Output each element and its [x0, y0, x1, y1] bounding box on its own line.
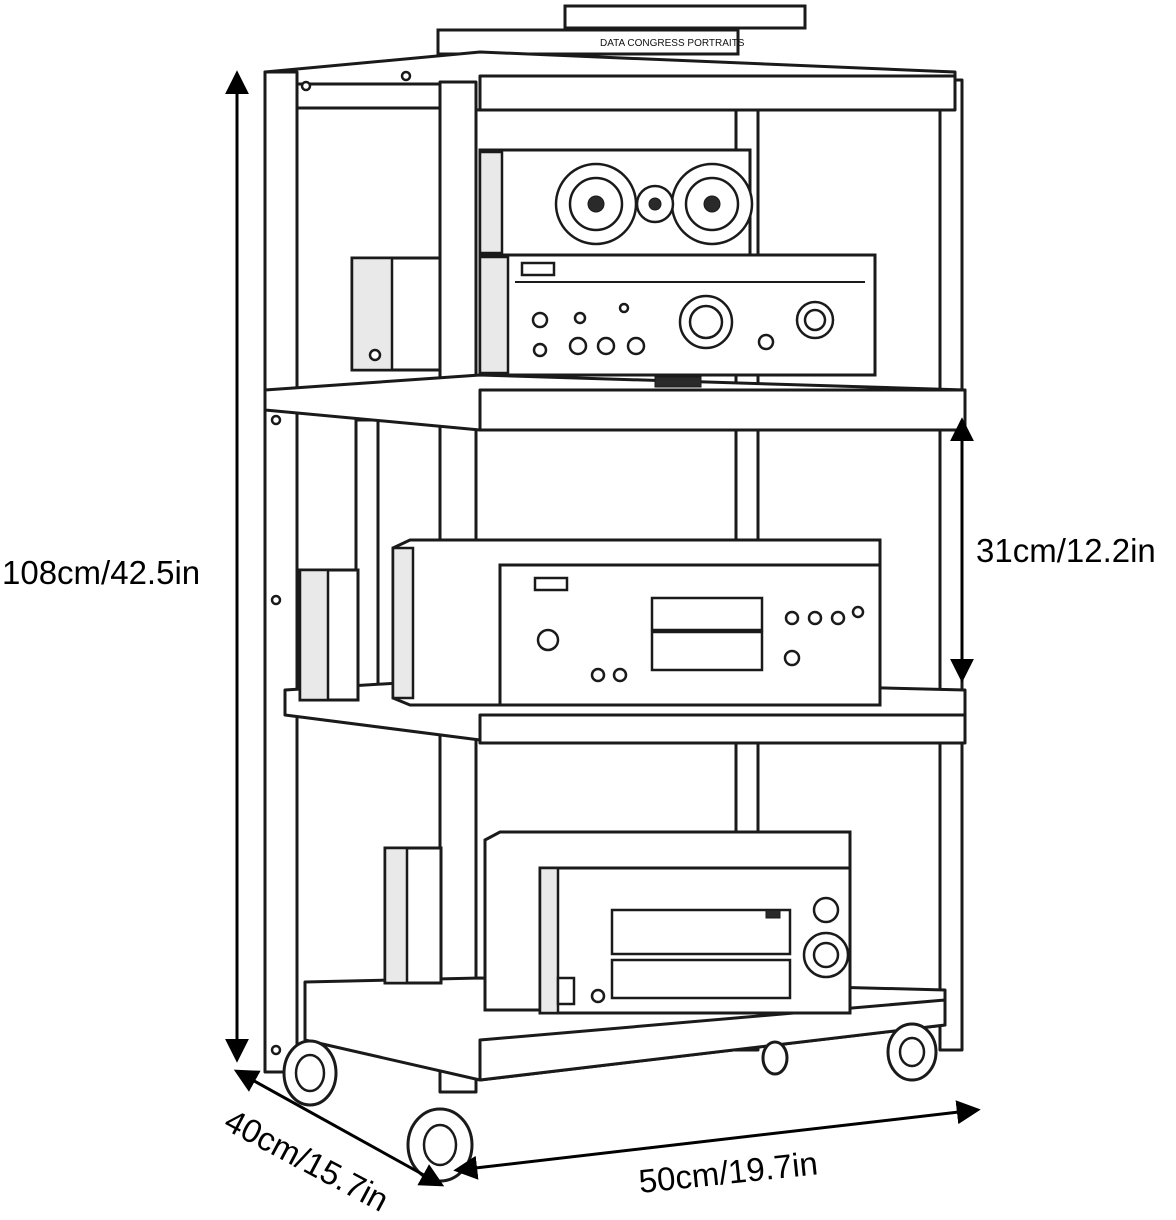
middle-side-box [298, 568, 360, 702]
cd-player [391, 538, 882, 707]
bottom-side-box [383, 846, 443, 985]
depth-label: 40cm/15.7in [219, 1102, 395, 1219]
width-label: 50cm/19.7in [637, 1144, 820, 1200]
center-speaker [478, 148, 754, 257]
av-receiver [483, 830, 852, 1015]
width-dimension-line [453, 1100, 981, 1180]
shelf-gap-label: 31cm/12.2in [976, 532, 1156, 569]
stereo-amplifier [478, 253, 877, 388]
small-subwoofer-box [350, 256, 442, 372]
upper-shelf [263, 373, 967, 432]
books-stack: DATA CONGRESS PORTRAITS [436, 4, 807, 56]
height-label: 108cm/42.5in [2, 554, 200, 591]
svg-text:DATA CONGRESS PORTRAITS: DATA CONGRESS PORTRAITS [600, 38, 745, 49]
depth-dimension-line [233, 1069, 445, 1187]
